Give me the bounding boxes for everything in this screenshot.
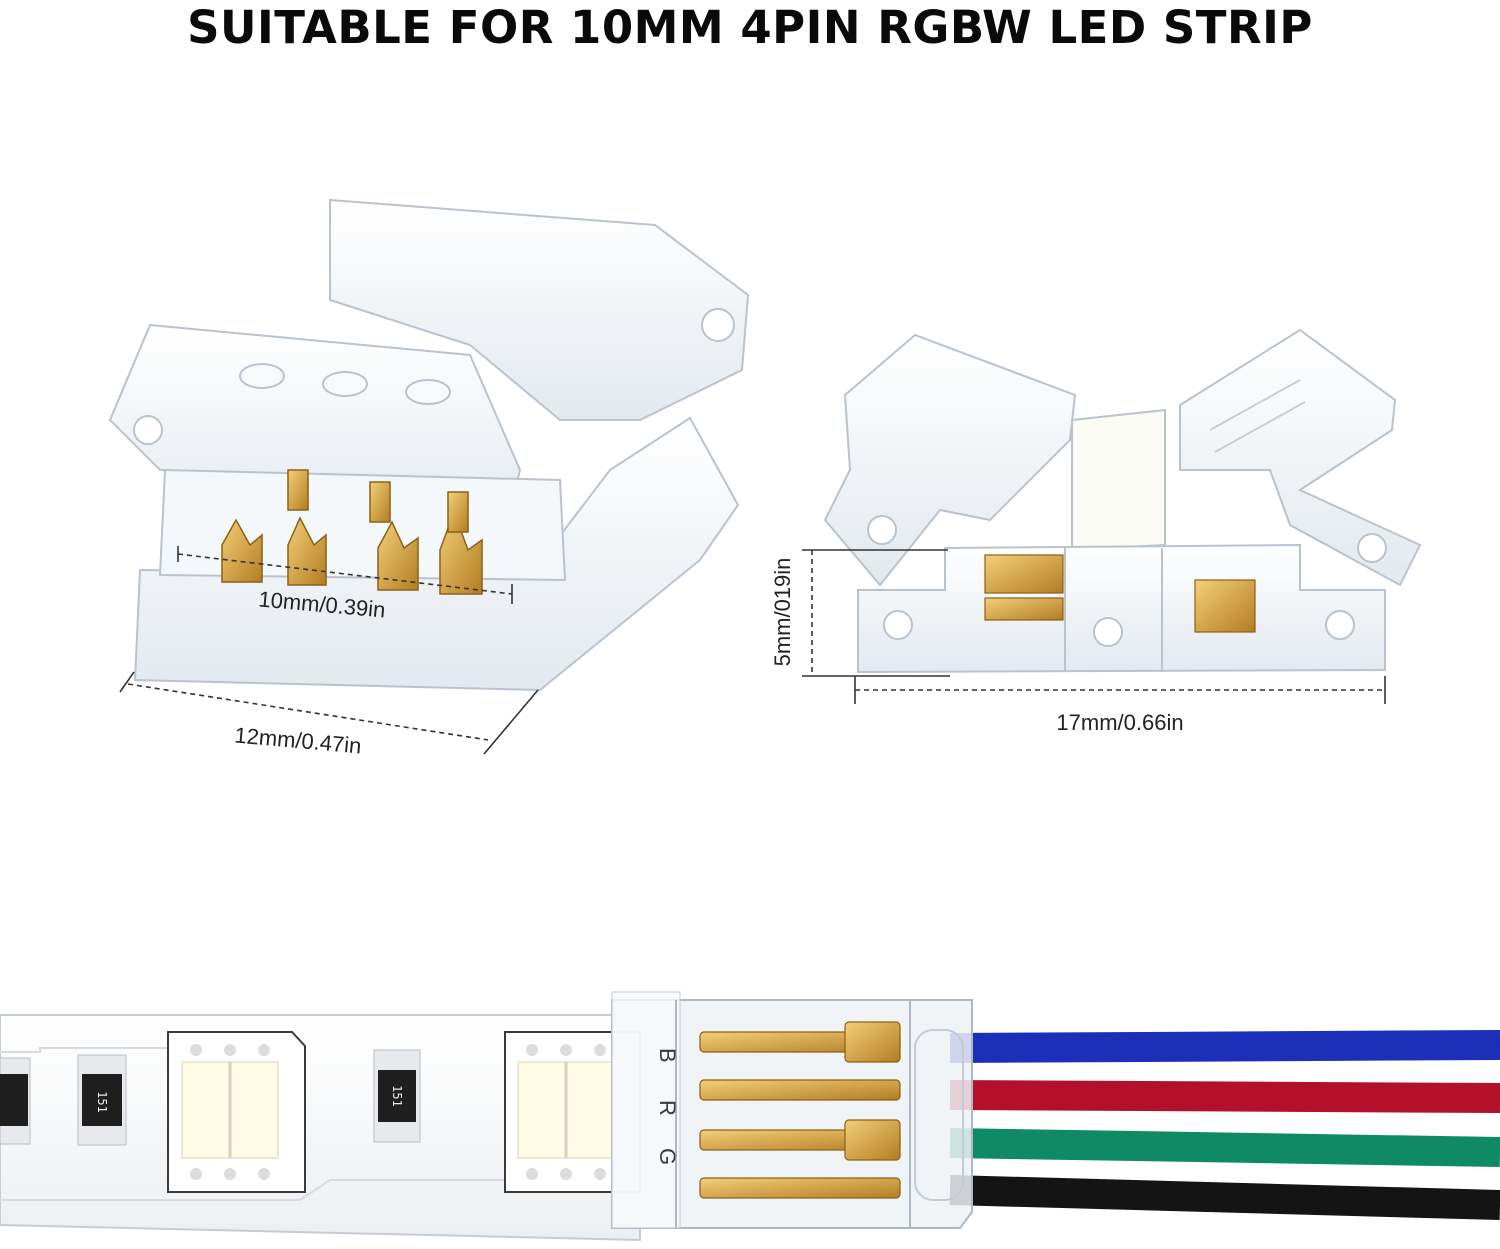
- channel-letter: B: [655, 1048, 680, 1063]
- channel-letter: G: [655, 1148, 680, 1165]
- resistor: 151: [77, 1054, 127, 1146]
- wires: [949, 1030, 1500, 1220]
- gold-pin: [447, 491, 469, 533]
- led-chip: [167, 1031, 306, 1193]
- gold-pin: [844, 1021, 901, 1063]
- connector-width-label: 12mm/0.47in: [234, 723, 363, 759]
- right-lid: [1179, 328, 1422, 587]
- pin-channel: [158, 468, 567, 582]
- resistor-marking: 151: [390, 1085, 404, 1107]
- gold-contact: [984, 554, 1064, 594]
- gold-pin: [287, 469, 309, 511]
- led-chip: [504, 1031, 641, 1193]
- wire-blue: [949, 1030, 1500, 1063]
- wire-red: [949, 1080, 1500, 1113]
- center-hinge: [1071, 408, 1166, 552]
- gold-contact: [1194, 579, 1256, 633]
- led-strip: 151 151: [0, 1014, 641, 1242]
- resistor-marking: 151: [95, 1091, 109, 1113]
- connector-width-dimension: [119, 671, 539, 755]
- gold-pin: [369, 481, 391, 523]
- lid-hole: [133, 415, 163, 445]
- back-lid: [329, 198, 750, 421]
- connector-length-dimension: [854, 676, 1386, 704]
- strip-pcb: [0, 1014, 641, 1242]
- open-clip-connector: [108, 198, 750, 692]
- connector-base-side: [857, 543, 1386, 674]
- gold-contact: [984, 597, 1064, 621]
- channel-letter: R: [655, 1100, 680, 1116]
- side-view-connector: [823, 328, 1422, 674]
- gold-pin: [377, 520, 419, 591]
- wire-black: [949, 1175, 1500, 1220]
- resistor: 151: [373, 1049, 421, 1143]
- gold-pin: [699, 1177, 901, 1199]
- connector-height-dimension: [802, 549, 950, 677]
- lid-hole: [701, 308, 735, 342]
- gold-pin: [844, 1119, 901, 1161]
- resistor: [0, 1057, 31, 1145]
- strip-connector-pins: [699, 1021, 901, 1199]
- wire-green: [949, 1128, 1500, 1167]
- pin-spacing-dimension: [177, 546, 513, 604]
- side-gold-contacts: [984, 554, 1256, 633]
- gold-pin: [221, 518, 263, 583]
- gold-pin: [699, 1079, 901, 1101]
- connector-length-label: 17mm/0.66in: [1056, 710, 1183, 735]
- headline: SUITABLE FOR 10MM 4PIN RGBW LED STRIP: [187, 1, 1313, 54]
- connector-height-label: 5mm/019in: [770, 558, 795, 667]
